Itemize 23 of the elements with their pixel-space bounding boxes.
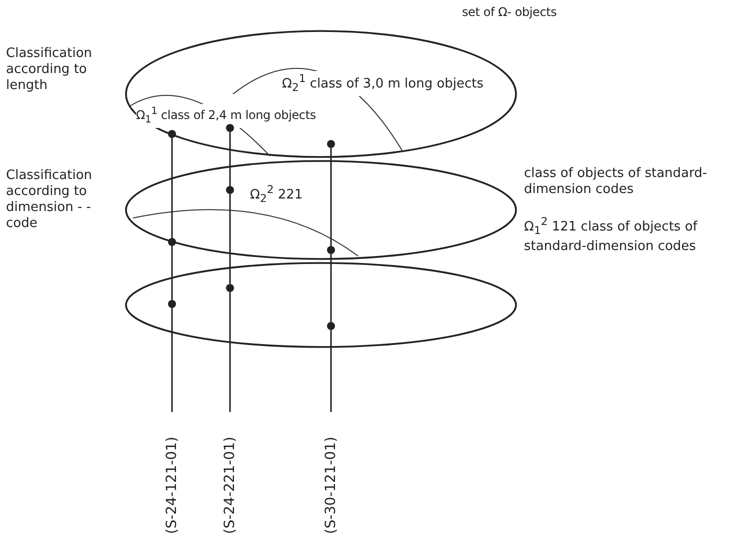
membership-line [330,254,332,322]
membership-line [229,292,231,412]
class-label: Ω$_{1}$$^{1}$ class of 2,4 m long objects [136,104,316,128]
object-code: (S-30-121-01) [322,412,340,534]
membership-line [229,132,231,186]
set-ellipse [125,160,517,260]
object-dot [168,130,176,138]
class-label: Ω$_{2}$$^{1}$ class of 3,0 m long objects [282,71,484,96]
side-label: Classification according to dimension - - code [6,168,94,232]
class-label: Ω$_{1}$$^{2}$ 121 class of objects of standard-dimension codes [524,214,734,255]
class-description: class of objects of standard-dimension codes [524,166,708,198]
membership-line [171,138,173,238]
membership-line [171,246,173,300]
side-label: Classification according to length [6,46,94,94]
membership-line [330,148,332,246]
object-code: (S-24-121-01) [163,412,181,534]
object-dot [168,238,176,246]
membership-line [171,308,173,412]
membership-line [229,194,231,284]
set-ellipse [125,262,517,348]
set-title: set of Ω- objects [462,4,557,20]
membership-line [330,330,332,412]
object-code: (S-24-221-01) [221,412,239,534]
